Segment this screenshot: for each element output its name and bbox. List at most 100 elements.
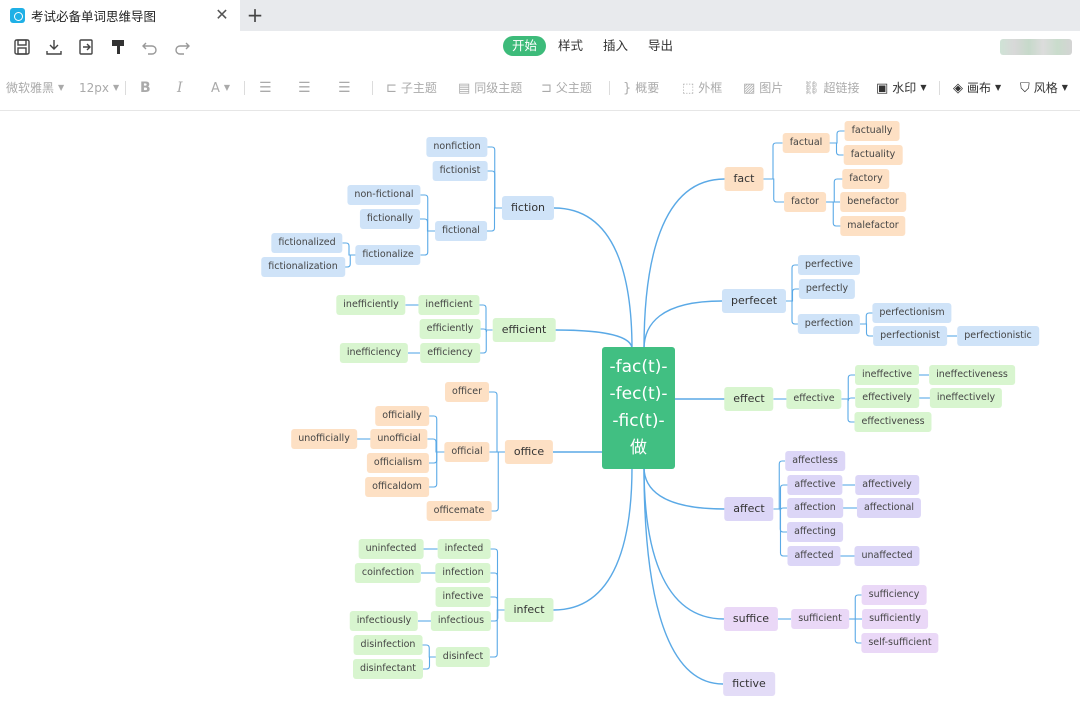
topic-sufficient[interactable]: sufficient [791, 609, 849, 629]
theme-style-button[interactable]: ⛉风格▼ [1020, 81, 1068, 96]
topic-office[interactable]: office [504, 440, 554, 464]
topic-perfection[interactable]: perfection [797, 314, 861, 334]
topic-factory[interactable]: factory [842, 169, 890, 189]
topic-inefficient[interactable]: inefficient [418, 295, 480, 315]
frame-button[interactable]: ⬚外框 [682, 81, 723, 96]
topic-fictionalization[interactable]: fictionalization [261, 257, 345, 277]
topic-efficiency[interactable]: efficiency [420, 343, 480, 363]
plus-icon[interactable]: + [246, 3, 264, 27]
topic-ineffectively[interactable]: ineffectively [929, 388, 1003, 408]
watermark-button[interactable]: ▣水印▼ [876, 81, 927, 96]
topic-efficiently[interactable]: efficiently [419, 319, 481, 339]
canvas-button[interactable]: ◈画布▼ [953, 81, 1002, 96]
tab-insert[interactable]: 插入 [603, 38, 629, 53]
topic-affectless[interactable]: affectless [785, 451, 845, 471]
topic-suffice[interactable]: suffice [723, 607, 779, 631]
download-icon[interactable] [44, 37, 64, 57]
topic-fictionist[interactable]: fictionist [432, 161, 488, 181]
export-icon[interactable] [76, 37, 96, 57]
topic-official[interactable]: official [444, 442, 490, 462]
topic-effective[interactable]: effective [786, 389, 842, 409]
topic-ineffective[interactable]: ineffective [855, 365, 919, 385]
topic-effectiveness[interactable]: effectiveness [854, 412, 932, 432]
topic-inefficiently[interactable]: inefficiently [336, 295, 406, 315]
align-left-icon[interactable]: ☰ [259, 80, 272, 96]
topic-factually[interactable]: factually [844, 121, 900, 141]
topic-unaffected[interactable]: unaffected [854, 546, 920, 566]
topic-fact[interactable]: fact [724, 167, 764, 191]
topic-sufficiently[interactable]: sufficiently [862, 609, 928, 629]
topic-fictionally[interactable]: fictionally [359, 209, 421, 229]
topic-infectious[interactable]: infectious [430, 611, 492, 631]
topic-officialism[interactable]: officialism [366, 453, 430, 473]
font-family-select[interactable]: 微软雅黑▼ [6, 81, 65, 95]
central-topic[interactable]: -fac(t)- -fec(t)- -fic(t)- 做 [602, 347, 675, 469]
topic-inefficiency[interactable]: inefficiency [339, 343, 409, 363]
add-sibling-button[interactable]: ▤同级主题 [458, 81, 523, 96]
topic-infectiously[interactable]: infectiously [349, 611, 419, 631]
font-size-select[interactable]: 12px▼ [79, 81, 120, 95]
topic-factuality[interactable]: factuality [843, 145, 903, 165]
topic-perfectionist[interactable]: perfectionist [873, 326, 947, 346]
format-painter-icon[interactable] [108, 37, 128, 57]
topic-perfectly[interactable]: perfectly [798, 279, 856, 299]
topic-infection[interactable]: infection [435, 563, 491, 583]
topic-perfectionism[interactable]: perfectionism [872, 303, 952, 323]
topic-affected[interactable]: affected [787, 546, 841, 566]
tab-style[interactable]: 样式 [558, 38, 584, 53]
topic-fictional[interactable]: fictional [435, 221, 487, 241]
topic-malefactor[interactable]: malefactor [840, 216, 906, 236]
bold-button[interactable]: B [140, 80, 151, 96]
topic-infect[interactable]: infect [504, 598, 554, 622]
undo-icon[interactable] [140, 37, 160, 57]
topic-officaldom[interactable]: officaldom [365, 477, 429, 497]
image-button[interactable]: ▨图片 [743, 81, 784, 96]
topic-factor[interactable]: factor [784, 192, 826, 212]
add-parent-button[interactable]: ⊐父主题 [541, 81, 592, 96]
topic-officemate[interactable]: officemate [426, 501, 492, 521]
topic-fictive[interactable]: fictive [723, 672, 775, 696]
topic-coinfection[interactable]: coinfection [354, 563, 422, 583]
topic-affection[interactable]: affection [787, 498, 843, 518]
topic-perfecet[interactable]: perfecet [721, 289, 787, 313]
font-color-button[interactable]: A▼ [211, 81, 231, 96]
topic-infected[interactable]: infected [437, 539, 491, 559]
avatar[interactable] [1000, 39, 1072, 55]
topic-efficient[interactable]: efficient [492, 318, 556, 342]
align-center-icon[interactable]: ☰ [298, 80, 311, 96]
topic-disinfection[interactable]: disinfection [353, 635, 423, 655]
topic-officially[interactable]: officially [375, 406, 429, 426]
align-right-icon[interactable]: ☰ [338, 80, 351, 96]
topic-perfectionistic[interactable]: perfectionistic [957, 326, 1039, 346]
topic-fiction[interactable]: fiction [501, 196, 555, 220]
add-subtopic-button[interactable]: ⊏子主题 [386, 81, 437, 96]
topic-fictionalized[interactable]: fictionalized [271, 233, 343, 253]
close-icon[interactable]: ✕ [215, 5, 229, 24]
topic-affective[interactable]: affective [787, 475, 843, 495]
topic-effect[interactable]: effect [724, 387, 774, 411]
topic-unofficially[interactable]: unofficially [291, 429, 357, 449]
topic-affect[interactable]: affect [724, 497, 774, 521]
topic-self-sufficient[interactable]: self-sufficient [861, 633, 939, 653]
topic-uninfected[interactable]: uninfected [358, 539, 424, 559]
tab-export[interactable]: 导出 [648, 38, 674, 53]
mindmap-canvas[interactable]: -fac(t)- -fec(t)- -fic(t)- 做 fiction nonf… [0, 111, 1080, 717]
document-tab[interactable]: 考试必备单词思维导图 ✕ [0, 0, 240, 31]
topic-ineffectiveness[interactable]: ineffectiveness [929, 365, 1015, 385]
topic-factual[interactable]: factual [782, 133, 830, 153]
topic-nonfiction[interactable]: nonfiction [426, 137, 488, 157]
italic-button[interactable]: I [177, 80, 183, 96]
topic-fictionalize[interactable]: fictionalize [355, 245, 421, 265]
topic-disinfect[interactable]: disinfect [435, 647, 491, 667]
topic-non-fictional[interactable]: non-fictional [347, 185, 421, 205]
summary-button[interactable]: }概要 [623, 81, 660, 96]
redo-icon[interactable] [172, 37, 192, 57]
topic-officer[interactable]: officer [445, 382, 489, 402]
topic-unofficial[interactable]: unofficial [370, 429, 428, 449]
topic-perfective[interactable]: perfective [797, 255, 861, 275]
link-button[interactable]: ⛓超链接 [803, 81, 860, 96]
topic-sufficiency[interactable]: sufficiency [861, 585, 927, 605]
topic-affectional[interactable]: affectional [856, 498, 922, 518]
save-icon[interactable] [12, 37, 32, 57]
topic-disinfectant[interactable]: disinfectant [353, 659, 423, 679]
